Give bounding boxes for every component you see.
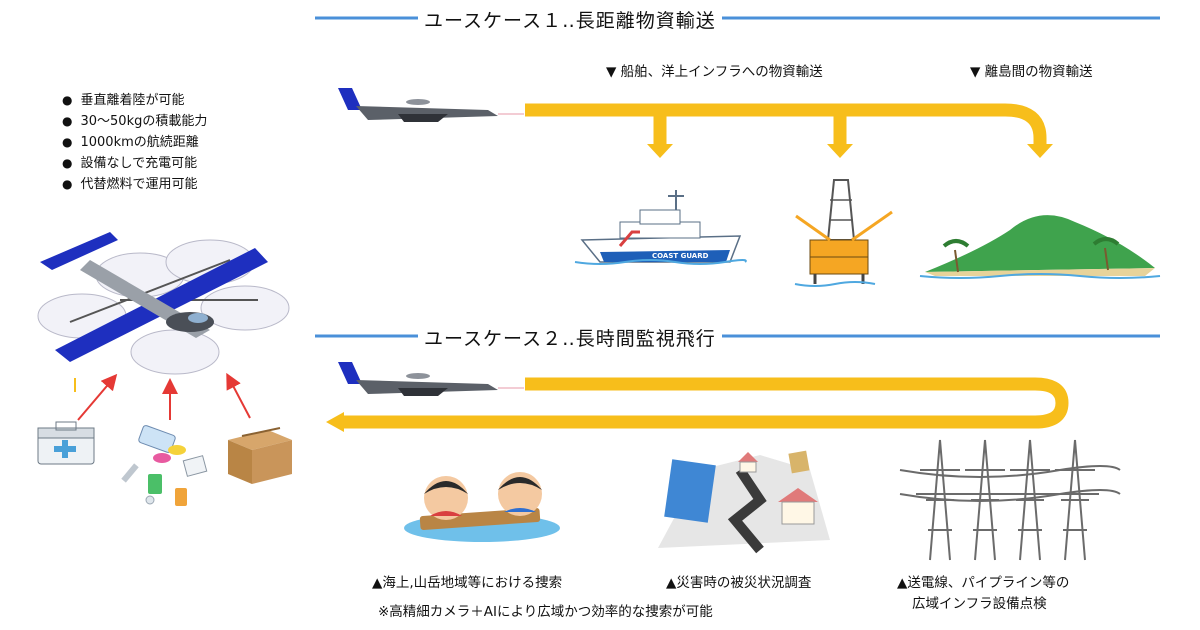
rescue-people-icon	[404, 472, 560, 542]
feature-item: 代替燃料で運用可能	[62, 174, 207, 195]
mission-label-disaster: ▲災害時の被災状況調査	[666, 575, 812, 591]
route-arrowhead	[326, 412, 344, 432]
mission-label-search: ▲海上,山岳地域等における捜索	[372, 575, 563, 591]
ship-label: COAST GUARD	[652, 252, 709, 260]
feature-item: 1000kmの航続距離	[62, 132, 207, 153]
usecase2-title: ユースケース２‥長時間監視飛行	[418, 324, 722, 351]
fixed-wing-drone-icon	[338, 88, 524, 122]
feature-item: 垂直離着陸が可能	[62, 90, 207, 111]
earthquake-disaster-icon	[658, 450, 830, 554]
fixed-wing-drone-icon	[338, 362, 524, 396]
red-arrow	[226, 372, 251, 419]
destination-label: ▼ 離島間の物資輸送	[970, 64, 1093, 80]
oil-rig-icon	[794, 179, 893, 287]
feature-item: 30～50kgの積載能力	[62, 111, 207, 132]
route-path	[342, 377, 1069, 429]
route-path	[525, 103, 1047, 146]
power-line-towers-icon	[899, 439, 1121, 561]
feature-item: 設備なしで充電可能	[62, 153, 207, 174]
mission-label-infra-2: 広域インフラ設備点検	[912, 596, 1047, 612]
mission-label-infra-1: ▲送電線、パイプライン等の	[897, 575, 1070, 591]
island-icon	[919, 215, 1161, 279]
cargo-box-icon	[228, 427, 292, 484]
route-arrowheads	[647, 144, 1053, 158]
footnote: ※高精細カメラ＋AIにより広域かつ効率的な捜索が可能	[378, 604, 713, 620]
red-arrow	[77, 373, 118, 421]
destination-label: ▼ 船舶、洋上インフラへの物資輸送	[606, 64, 823, 80]
medicine-icon	[121, 425, 208, 506]
vtol-drone-icon	[37, 232, 290, 375]
feature-list: 垂直離着陸が可能 30～50kgの積載能力 1000kmの航続距離 設備なしで充…	[62, 90, 207, 195]
first-aid-box-icon	[37, 421, 95, 465]
coast-guard-ship-icon: COAST GUARD	[574, 190, 747, 265]
usecase1-title: ユースケース１‥長距離物資輸送	[418, 6, 722, 33]
